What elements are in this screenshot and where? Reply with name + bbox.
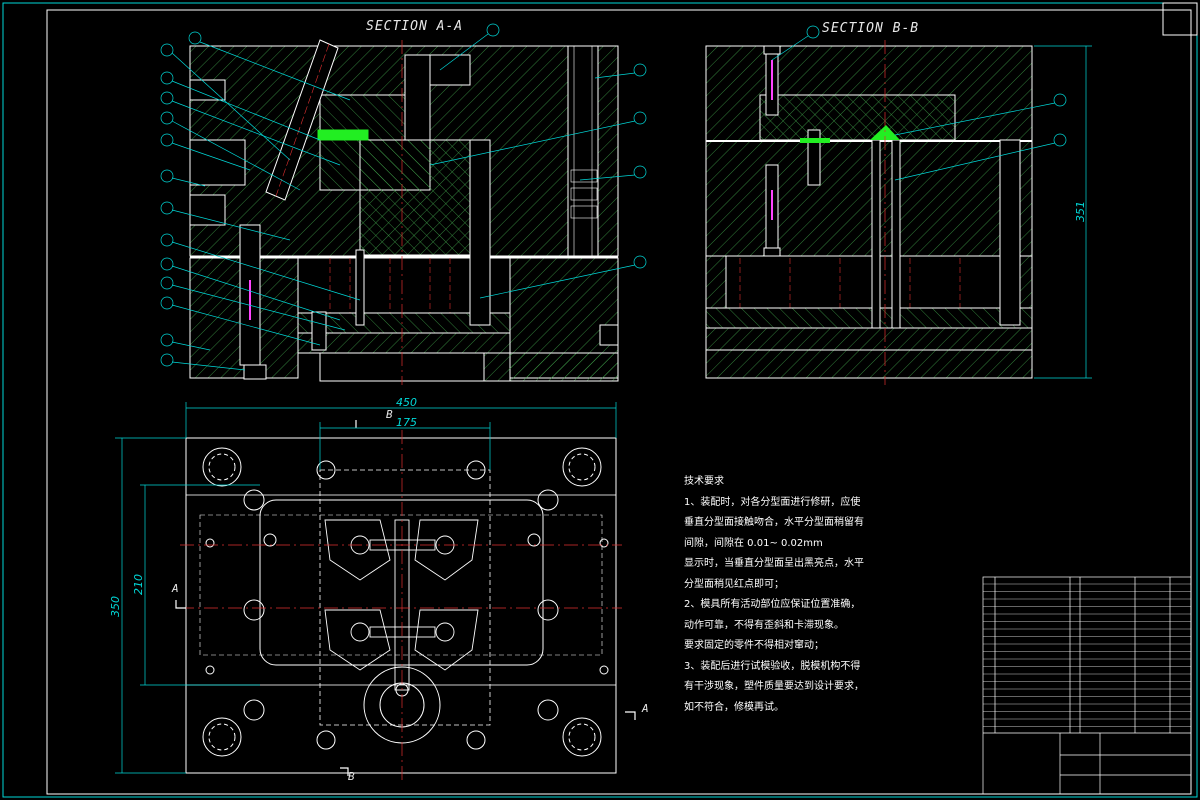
section-a-view bbox=[160, 23, 647, 385]
bom-rows bbox=[983, 583, 1191, 727]
dim-height-inner: 210 bbox=[132, 574, 145, 595]
dim-height-side: 351 bbox=[1074, 201, 1087, 222]
cut-marker-b-top: B bbox=[386, 408, 394, 421]
notes-line: 显示时，当垂直分型面呈出黑亮点，水平 bbox=[684, 558, 864, 569]
dim-width-inner: 175 bbox=[396, 416, 417, 429]
notes-line: 2、模具所有活动部位应保证位置准确， bbox=[684, 599, 861, 610]
title-block bbox=[982, 576, 1192, 795]
cut-marker-a-left: A bbox=[172, 582, 180, 595]
section-b-label: SECTION B-B bbox=[822, 21, 920, 36]
plan-view bbox=[115, 402, 636, 780]
notes-line: 1、装配时，对各分型面进行修研，应使 bbox=[684, 496, 861, 508]
notes-line: 有干涉现象，塑件质量要达到设计要求， bbox=[684, 681, 864, 692]
technical-requirements: 技术要求 1、装配时，对各分型面进行修研，应使 垂直分型面接触吻合，水平分型面稍… bbox=[684, 472, 864, 718]
notes-line: 分型面稍见红点即可； bbox=[684, 578, 784, 590]
cut-marker-a-right: A bbox=[642, 702, 650, 715]
section-a-label: SECTION A-A bbox=[366, 19, 464, 34]
notes-line: 要求固定的零件不得相对窜动； bbox=[684, 640, 824, 651]
inner-frame bbox=[46, 9, 1192, 795]
notes-title: 技术要求 bbox=[684, 476, 724, 487]
notes-line: 间隙，间隙在 0.01~ 0.02mm bbox=[684, 537, 823, 549]
notes-line: 垂直分型面接触吻合，水平分型面稍留有 bbox=[684, 517, 864, 528]
notes-line: 如不符合，修模再试。 bbox=[684, 701, 784, 713]
dim-height-total: 350 bbox=[109, 596, 122, 617]
notes-line: 3、装配后进行试模验收，脱模机构不得 bbox=[684, 660, 861, 672]
notes-line: 动作可靠，不得有歪斜和卡滞现象。 bbox=[684, 619, 844, 631]
cut-marker-b-bottom: B bbox=[348, 770, 356, 783]
dim-width-total: 450 bbox=[396, 396, 417, 409]
corner-mark bbox=[1162, 2, 1198, 36]
section-b-view bbox=[705, 25, 1092, 385]
